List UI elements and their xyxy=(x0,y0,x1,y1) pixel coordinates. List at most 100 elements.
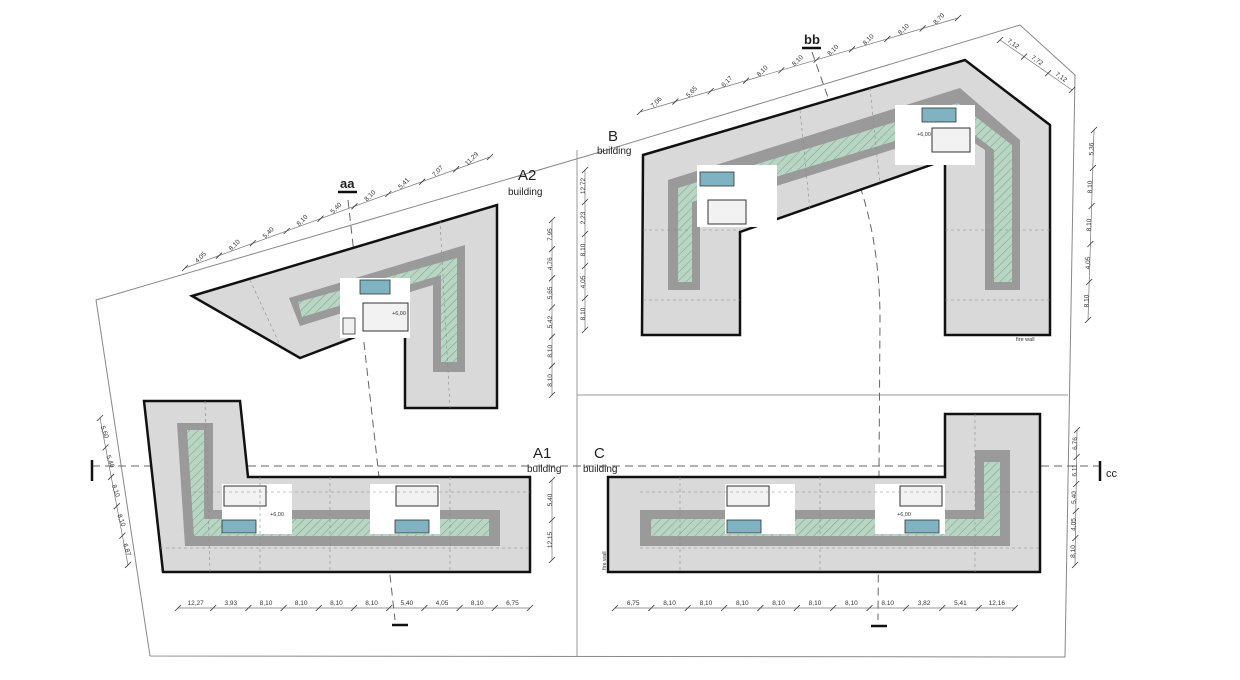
site-boundary xyxy=(95,24,1076,658)
dimension-label: 8,10 xyxy=(756,64,770,78)
dimension-label: 6,75 xyxy=(506,600,519,607)
dimension-label: 8,10 xyxy=(772,600,785,607)
building-b xyxy=(640,58,1052,337)
dimension-label: 7,95 xyxy=(547,228,554,241)
dimension-label: 8,10 xyxy=(295,600,308,607)
dimension-label: 5,36 xyxy=(1088,142,1095,155)
dimension-tick xyxy=(317,215,324,222)
dimension-tick xyxy=(1088,202,1095,210)
dimension-label: 8,10 xyxy=(1086,218,1093,231)
dimension-label: 5,65 xyxy=(547,286,554,299)
dimension-tick xyxy=(938,604,946,612)
dimension-tick xyxy=(351,203,358,210)
level-b: +6,00 xyxy=(917,132,931,138)
section-label-aa: aa xyxy=(340,176,355,191)
dimension-line xyxy=(639,17,959,113)
dimension-line xyxy=(99,417,129,566)
dimension-tick xyxy=(283,227,290,235)
dimension-tick xyxy=(124,561,132,569)
dimension-label: 5,40 xyxy=(547,493,554,506)
dimension-tick xyxy=(581,326,589,334)
a2-letter: A2 xyxy=(518,167,536,184)
dimension-tick xyxy=(648,604,655,612)
dimension-tick xyxy=(1073,453,1080,461)
dimension-label: 8,10 xyxy=(471,600,484,607)
dimension-label: 5,60 xyxy=(99,425,110,440)
dimension-tick xyxy=(385,604,393,612)
dimension-tick xyxy=(548,556,556,564)
dimension-tick xyxy=(757,604,764,612)
dimension-tick xyxy=(1089,164,1097,172)
dimension-label: 8,10 xyxy=(365,600,378,607)
dimension-label: 8,10 xyxy=(580,243,587,256)
fire-wall-note-c: fire wall xyxy=(602,551,608,570)
dimension-label: 5,41 xyxy=(397,177,411,191)
dimension-tick xyxy=(611,604,619,612)
dimension-tick xyxy=(1072,534,1079,542)
building-a2 xyxy=(188,203,499,410)
dimension-tick xyxy=(174,604,182,612)
dimension-line xyxy=(1087,129,1095,321)
dimension-tick xyxy=(707,87,714,95)
dimension-label: 8,10 xyxy=(116,513,127,528)
dimension-tick xyxy=(280,604,287,612)
dimension-label: 8,10 xyxy=(826,43,840,57)
a1-stair-left xyxy=(223,485,267,507)
dimension-tick xyxy=(902,604,910,612)
dimension-tick xyxy=(1084,316,1092,324)
dimension-label: 4,05 xyxy=(580,275,587,288)
dimension-label: 4,05 xyxy=(1085,256,1092,269)
label-b: B building xyxy=(597,128,631,157)
dimension-tick xyxy=(742,77,750,84)
dimension-tick xyxy=(350,604,358,612)
dimension-tick xyxy=(209,604,217,612)
dimension-tick xyxy=(672,98,679,105)
dimension-tick xyxy=(1071,561,1079,569)
dimension-tick xyxy=(486,153,494,161)
dimension-label: 8,10 xyxy=(736,600,749,607)
dimension-tick xyxy=(548,391,556,399)
dimension-tick xyxy=(249,240,257,247)
dimension-tick xyxy=(113,502,121,510)
dimension-label: 8,10 xyxy=(791,54,805,68)
dimension-tick xyxy=(548,304,556,311)
a1-letter: A1 xyxy=(533,445,551,462)
section-label-cc: cc xyxy=(1106,468,1118,480)
dimension-label: 8,10 xyxy=(296,214,310,228)
dimension-label: 8,10 xyxy=(228,238,242,252)
dimension-label: 8,10 xyxy=(580,307,587,320)
dimension-label: 5,40 xyxy=(400,600,413,607)
level-a1: +6,00 xyxy=(270,512,284,518)
dimension-label: 7,06 xyxy=(650,95,664,109)
dimension-label: 11,29 xyxy=(464,151,480,167)
dimension-tick xyxy=(1072,507,1080,515)
dimension-label: 8,10 xyxy=(110,484,121,499)
dimension-tick xyxy=(119,532,126,539)
dimension-tick xyxy=(866,604,873,612)
dimension-tick xyxy=(581,294,589,302)
dimension-tick xyxy=(813,56,820,64)
dimension-label: 8,10 xyxy=(862,33,876,47)
dimension-label: 6,87 xyxy=(121,543,132,558)
a1-green-zone xyxy=(187,430,489,536)
a2-stair xyxy=(362,302,409,332)
dimension-label: 8,10 xyxy=(260,600,273,607)
dimension-tick xyxy=(181,264,189,272)
c-letter: C xyxy=(594,445,605,462)
dimension-tick xyxy=(954,14,962,22)
dimension-label: 5,40 xyxy=(104,454,115,469)
dimension-label: 8,10 xyxy=(897,22,911,36)
dimension-tick xyxy=(1072,480,1080,488)
dimension-label: 5,41 xyxy=(954,600,967,607)
dimension-label: 6,11 xyxy=(1071,464,1078,477)
b-lift-left xyxy=(699,171,735,187)
dimension-label: 4,05 xyxy=(194,251,208,265)
building-a1 xyxy=(142,399,532,574)
a1-lift-right xyxy=(394,519,430,534)
dimension-label: 8,10 xyxy=(663,600,676,607)
dimension-label: 6,76 xyxy=(1072,437,1079,450)
dimension-label: 8,70 xyxy=(932,12,946,26)
dimension-label: 8,10 xyxy=(700,600,713,607)
dimension-label: 5,40 xyxy=(262,226,276,240)
